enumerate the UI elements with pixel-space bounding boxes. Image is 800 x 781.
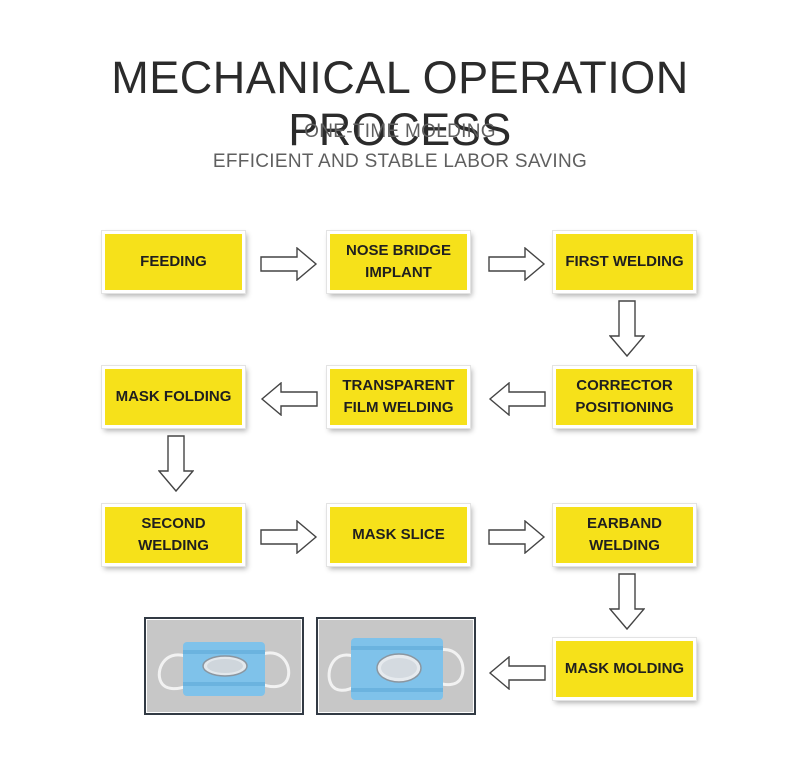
arrow-right-icon [488, 247, 546, 281]
step-transparent-film-welding: TRANSPARENT FILM WELDING [326, 365, 471, 429]
page-title: MECHANICAL OPERATION PROCESS [111, 52, 689, 155]
face-mask-with-window-icon [319, 620, 473, 712]
step-mask-molding: MASK MOLDING [552, 637, 697, 701]
arrow-left-icon [488, 382, 546, 416]
arrow-down-icon [609, 300, 645, 358]
step-mask-slice: MASK SLICE [326, 503, 471, 567]
mask-photo-2 [316, 617, 476, 715]
step-second-welding: SECOND WELDING [101, 503, 246, 567]
step-first-welding: FIRST WELDING [552, 230, 697, 294]
step-corrector-positioning: CORRECTOR POSITIONING [552, 365, 697, 429]
arrow-down-icon [609, 573, 645, 631]
step-nose-bridge-implant: NOSE BRIDGE IMPLANT [326, 230, 471, 294]
arrow-left-icon [488, 656, 546, 690]
arrow-right-icon [260, 520, 318, 554]
step-mask-folding: MASK FOLDING [101, 365, 246, 429]
face-mask-with-window-icon [147, 620, 301, 712]
arrow-right-icon [260, 247, 318, 281]
step-feeding: FEEDING [101, 230, 246, 294]
arrow-right-icon [488, 520, 546, 554]
subtitle-molding: ONE-TIME MOLDING [304, 121, 496, 142]
arrow-left-icon [260, 382, 318, 416]
step-earband-welding: EARBAND WELDING [552, 503, 697, 567]
subtitle-labor-saving: EFFICIENT AND STABLE LABOR SAVING [212, 151, 588, 172]
mask-photo-1 [144, 617, 304, 715]
arrow-down-icon [158, 435, 194, 493]
